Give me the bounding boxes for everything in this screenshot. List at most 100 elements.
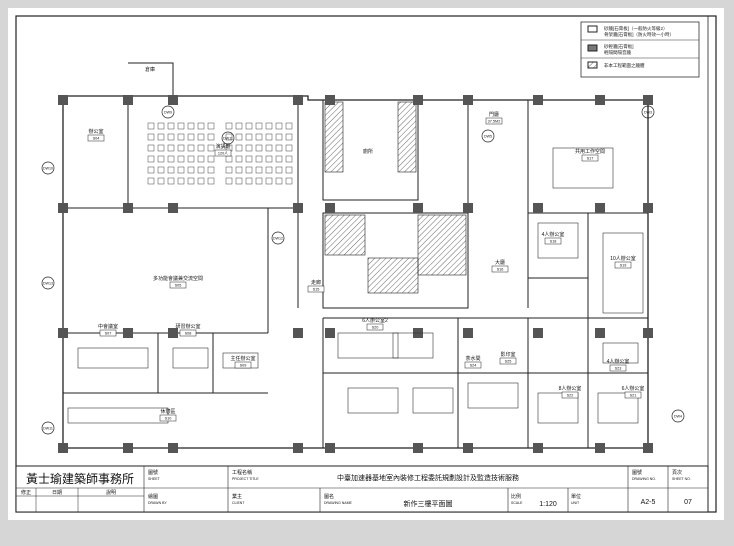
room-name: 影印室 <box>500 351 515 358</box>
seat <box>187 144 195 152</box>
drawing-name-label-en: DRAWING NAME <box>324 501 353 505</box>
seat <box>187 177 195 185</box>
room-code: S23 <box>615 367 622 371</box>
seat <box>285 155 293 163</box>
seat <box>177 166 185 174</box>
column <box>168 95 178 105</box>
seat <box>157 133 165 141</box>
seat <box>167 166 175 174</box>
seat <box>197 177 205 185</box>
axis-bubble-label: DW11 <box>223 137 233 141</box>
room-name: 6人辦公室2 <box>362 317 388 324</box>
column <box>58 328 68 338</box>
room-code: S17 <box>587 157 594 161</box>
room-code: S05 <box>175 284 182 288</box>
room-name: 演講廳 <box>215 143 230 150</box>
sheet-label-en: SHEET <box>148 477 161 481</box>
seat <box>207 155 215 163</box>
room-name: 8人辦公室 <box>559 385 582 392</box>
column <box>325 328 335 338</box>
seat <box>245 166 253 174</box>
column <box>413 203 423 213</box>
seat <box>167 177 175 185</box>
seat <box>157 166 165 174</box>
seat <box>235 177 243 185</box>
seat <box>167 155 175 163</box>
seat <box>235 133 243 141</box>
seat <box>225 133 233 141</box>
axis-bubble-label: DW5 <box>484 135 492 139</box>
axis-bubble-label: DW10 <box>43 167 53 171</box>
drawing-name: 新作三樓平面圖 <box>404 499 453 508</box>
client-label: 業主 <box>232 493 242 500</box>
seat <box>245 122 253 130</box>
room-code: 37.5M2 <box>488 120 501 124</box>
page-number: 07 <box>684 499 692 506</box>
room-name: 廁所 <box>363 148 373 155</box>
scale-label: 比例 <box>511 493 521 500</box>
meeting-tables <box>67 147 644 424</box>
room-name: 中會議室 <box>98 323 118 330</box>
drawn-label-en: DRAWN BY <box>148 501 167 505</box>
seat <box>147 155 155 163</box>
seat <box>177 122 185 130</box>
room-code: S10 <box>165 417 172 421</box>
seat <box>207 166 215 174</box>
seat <box>235 144 243 152</box>
revision-column-3: 說明 <box>106 489 116 496</box>
scale-label-en: SCALE <box>511 501 523 505</box>
seat <box>265 166 273 174</box>
axis-bubble: DW9 <box>161 105 175 119</box>
column <box>123 95 133 105</box>
legend-swatch-3 <box>587 61 598 69</box>
room-code: S20 <box>372 326 379 330</box>
seat <box>245 144 253 152</box>
project-title: 中臺加速器基地室內裝修工程委託規劃設計及監造技術服務 <box>337 473 519 482</box>
room-name: 辦公室 <box>88 128 103 135</box>
room-storage: 倉庫 <box>145 66 155 73</box>
column <box>293 95 303 105</box>
sheet-border <box>15 15 717 513</box>
room-name: 茶水間 <box>465 355 480 362</box>
seat <box>275 144 283 152</box>
seat <box>265 144 273 152</box>
column <box>123 203 133 213</box>
column <box>325 443 335 453</box>
seat <box>147 122 155 130</box>
revision-column-1: 修正 <box>21 489 31 496</box>
room-name: 倉庫 <box>145 66 155 73</box>
drawing-sheet: 砂牆[石膏板]（一般防火等級2） 骨架牆[石膏板]（防火時效一小時） 砂輕牆[石… <box>8 8 724 520</box>
axis-bubble: DW11 <box>221 131 235 145</box>
room-name: 研習辦公室 <box>175 323 200 330</box>
seat <box>157 122 165 130</box>
meeting-table <box>537 392 579 424</box>
column <box>168 203 178 213</box>
firm-name: 黃士瑜建築師事務所 <box>26 471 134 486</box>
room-name: 4人辦公室 <box>542 231 565 238</box>
seat <box>187 122 195 130</box>
seat <box>285 177 293 185</box>
room-hall: 門廳 37.5M2 <box>485 111 503 125</box>
revision-column-2: 日期 <box>52 490 62 496</box>
column <box>58 95 68 105</box>
meeting-table <box>337 332 399 359</box>
seat <box>225 177 233 185</box>
room-labels: 演講廳120人辦公室S04倉庫多功能會議兼交流空間S05中會議室S07研習辦公室… <box>87 66 644 422</box>
columns <box>58 95 653 453</box>
seat <box>255 144 263 152</box>
seat <box>265 155 273 163</box>
seat <box>255 133 263 141</box>
column <box>293 443 303 453</box>
column <box>533 95 543 105</box>
room-toilet: 廁所 <box>363 148 373 155</box>
meeting-table <box>537 222 579 259</box>
room-name: 門廳 <box>489 111 499 118</box>
room-code: S21 <box>630 394 637 398</box>
drawing-number: A2-5 <box>641 499 656 506</box>
